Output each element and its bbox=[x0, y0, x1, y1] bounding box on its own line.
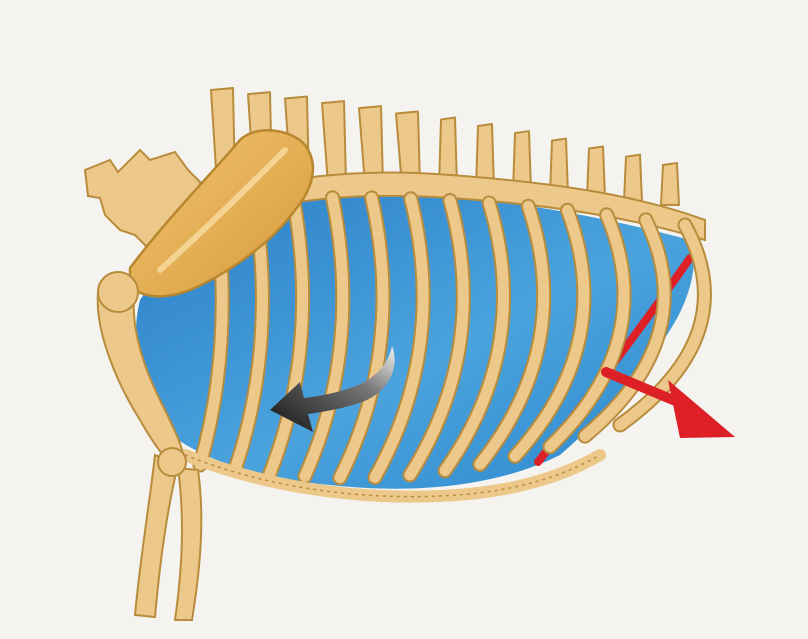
spinous-process bbox=[322, 101, 346, 184]
spinous-process bbox=[624, 155, 642, 202]
spinous-process bbox=[661, 163, 679, 205]
